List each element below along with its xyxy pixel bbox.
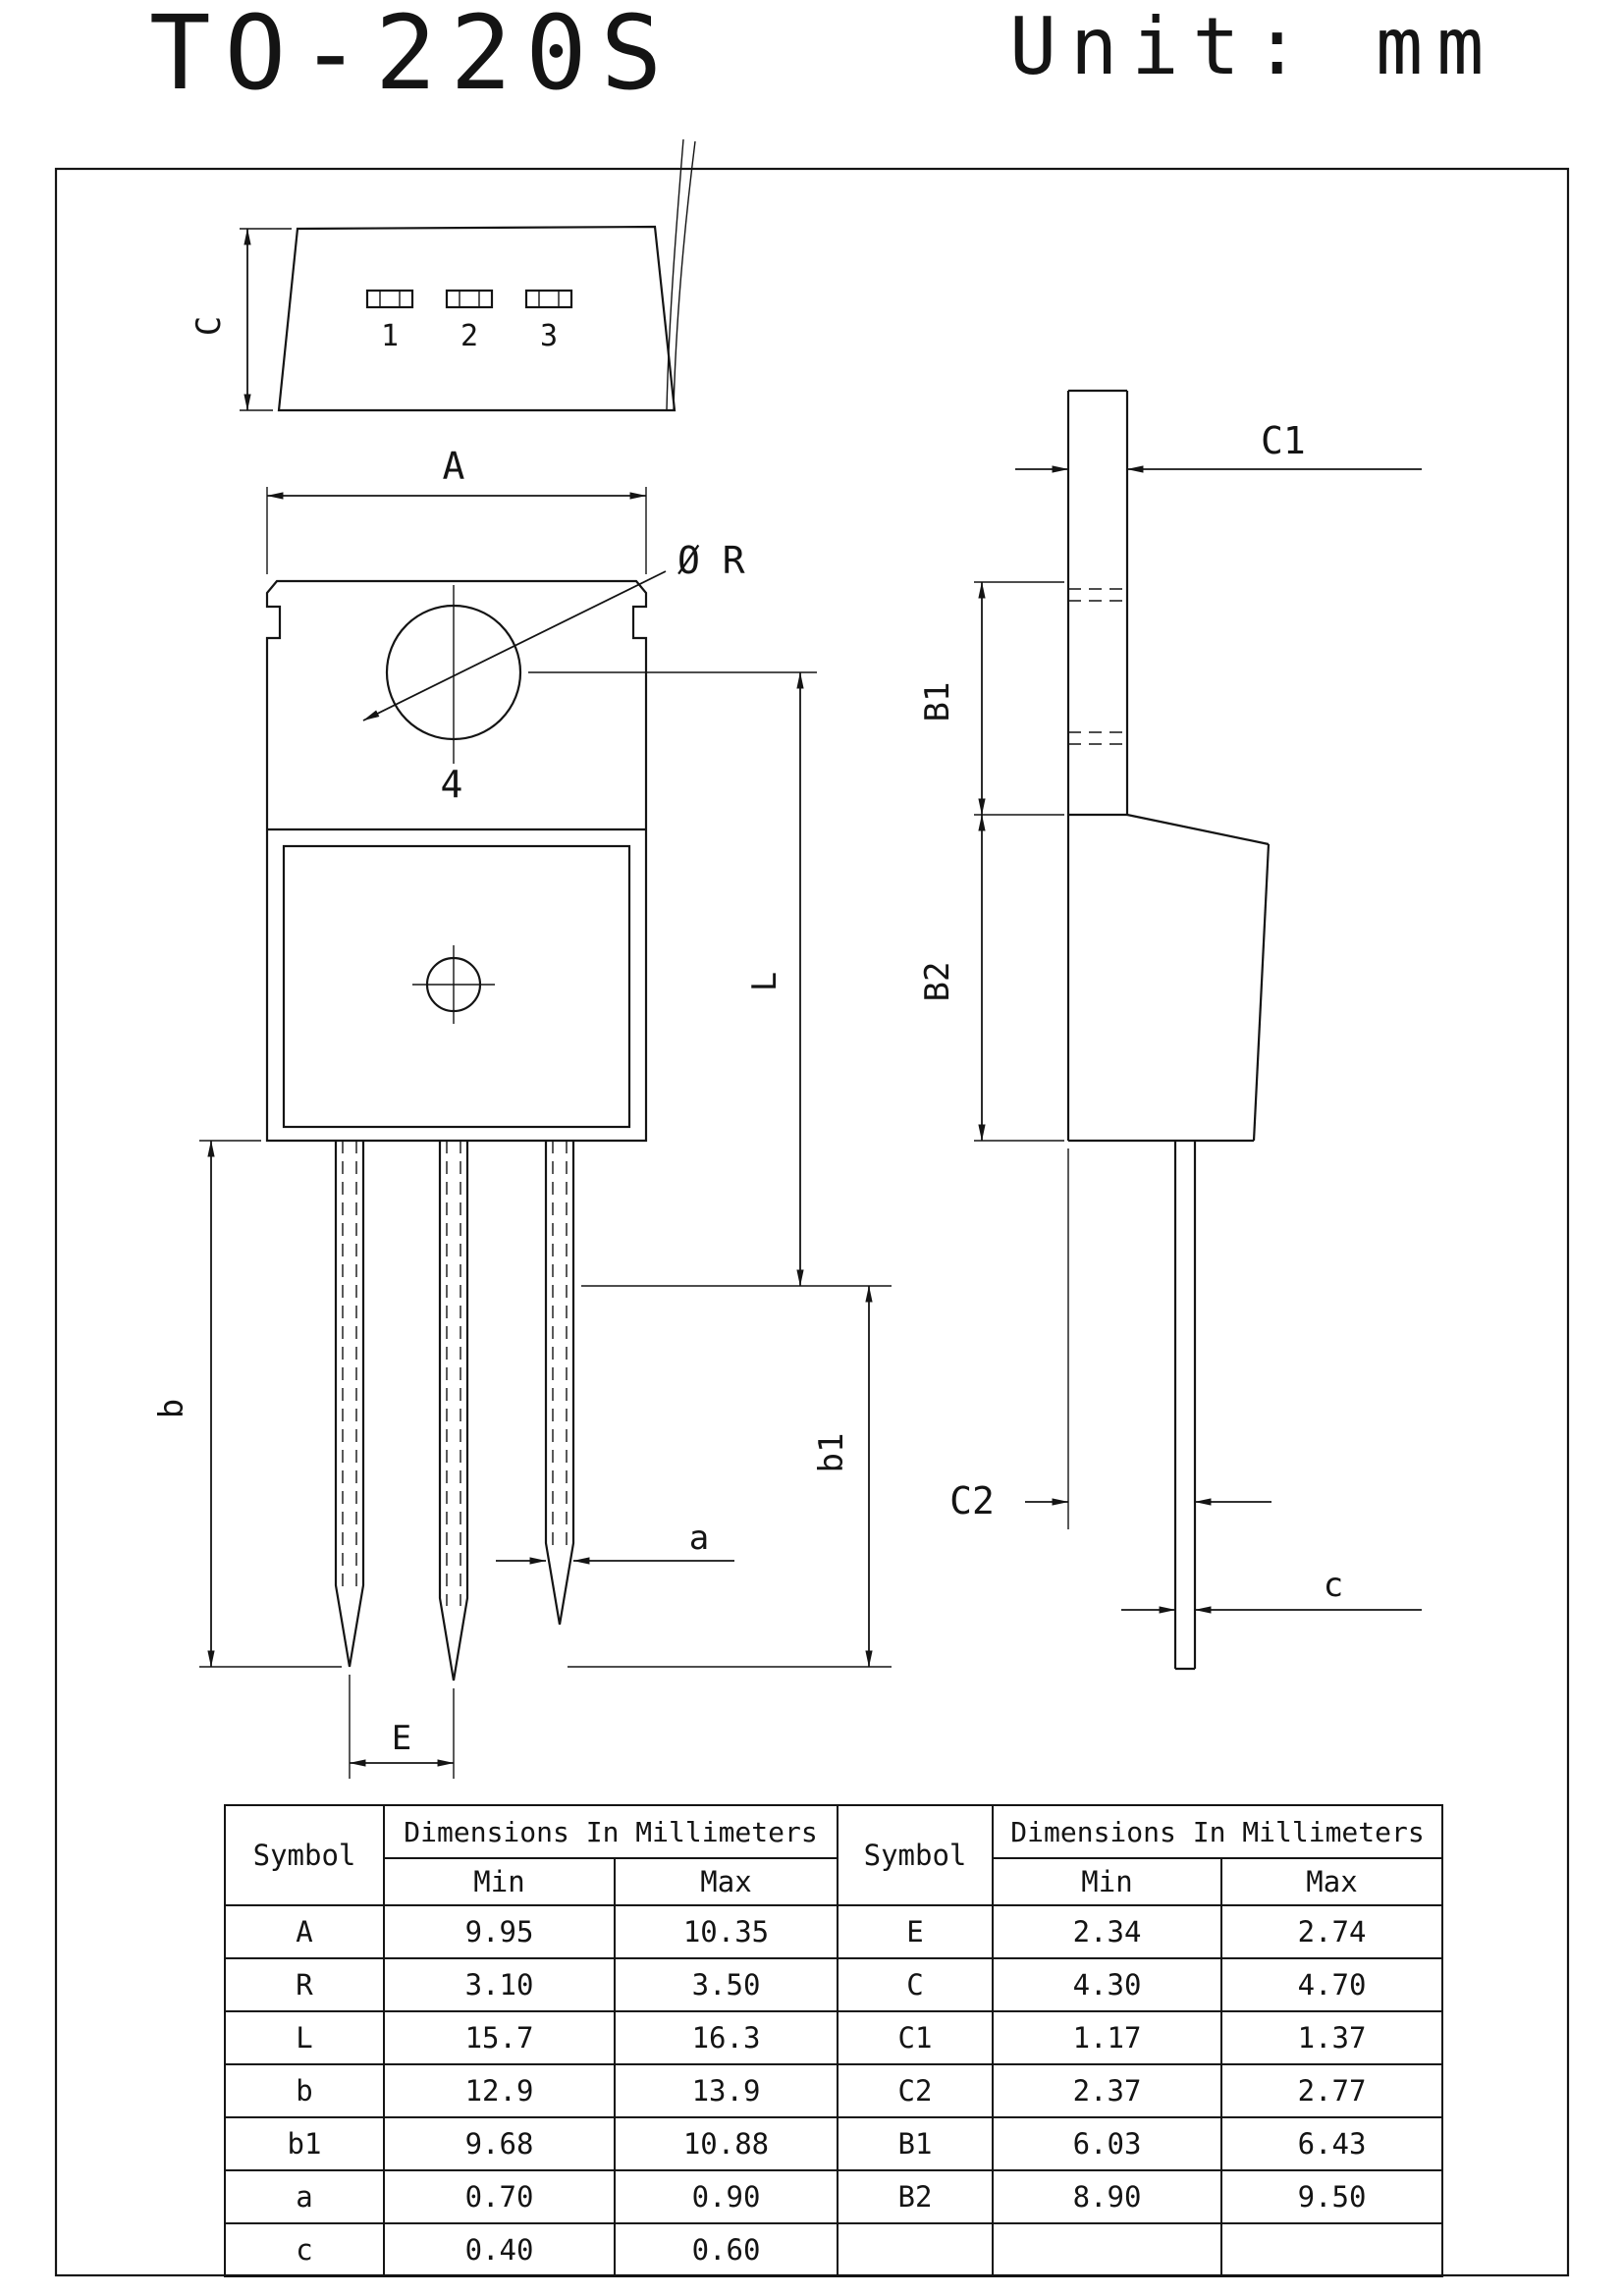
header-dims-left: Dimensions In Millimeters [383,1804,839,1859]
max-cell: 10.35 [614,1904,839,1959]
min-cell: 2.37 [992,2063,1222,2118]
max-cell: 0.90 [614,2169,839,2224]
min-cell [992,2222,1222,2277]
table-row: A 9.95 10.35 E 2.34 2.74 [224,1904,1443,1959]
max-cell: 4.70 [1220,1957,1443,2012]
dimension-C2: C2 [949,1148,1271,1529]
min-cell: 15.7 [383,2010,616,2065]
max-cell: 2.77 [1220,2063,1443,2118]
dim-B1-label: B1 [918,682,957,722]
dim-L-label: L [745,972,784,991]
min-cell: 2.34 [992,1904,1222,1959]
dimension-A: A [266,445,647,574]
pin4-label: 4 [441,763,463,806]
symbol-cell: C1 [837,2010,994,2065]
lead-3 [544,1141,575,1626]
dim-B2-label: B2 [918,962,957,1002]
max-cell: 13.9 [614,2063,839,2118]
symbol-cell: b [224,2063,385,2118]
dimension-L: L [528,671,892,1287]
symbol-cell: A [224,1904,385,1959]
max-cell [1220,2222,1443,2277]
min-cell: 3.10 [383,1957,616,2012]
dim-b1-label: b1 [812,1433,851,1473]
symbol-cell: B1 [837,2116,994,2171]
unit-label: Unit: mm [1009,1,1498,92]
header-dims-right: Dimensions In Millimeters [992,1804,1443,1859]
symbol-cell: R [224,1957,385,2012]
table-row: L 15.7 16.3 C1 1.17 1.37 [224,2010,1443,2065]
side-view: C1 B1 B2 C2 [918,389,1422,1671]
dim-a-label: a [689,1519,709,1558]
header-max-left: Max [614,1857,839,1906]
header-max-right: Max [1220,1857,1443,1906]
dim-R-label: Ø R [677,539,745,582]
table-row: b1 9.68 10.88 B1 6.03 6.43 [224,2116,1443,2171]
dimension-B1: B1 [918,581,1064,816]
symbol-cell: C [837,1957,994,2012]
min-cell: 4.30 [992,1957,1222,2012]
header-symbol-right: Symbol [837,1804,994,1906]
table-header-row-1: Symbol Dimensions In Millimeters Symbol … [224,1804,1443,1906]
max-cell: 2.74 [1220,1904,1443,1959]
header-min-right: Min [992,1857,1222,1906]
dimension-b: b [152,1140,342,1668]
min-cell: 1.17 [992,2010,1222,2065]
pin3-label: 3 [540,319,558,353]
table-header-row-2: Min Max Min Max [225,1857,1443,1906]
min-cell: 9.95 [383,1904,616,1959]
dim-C-label: C [189,316,229,336]
symbol-cell: c [224,2222,385,2277]
symbol-cell: b1 [224,2116,385,2171]
dimension-b1: b1 [568,1285,892,1668]
dim-C1-label: C1 [1261,419,1306,462]
dim-E-label: E [392,1719,411,1758]
min-cell: 6.03 [992,2116,1222,2171]
min-cell: 0.40 [383,2222,616,2277]
symbol-cell: L [224,2010,385,2065]
table-row: R 3.10 3.50 C 4.30 4.70 [224,1957,1443,2012]
pin1-label: 1 [381,319,399,353]
table-row: a 0.70 0.90 B2 8.90 9.50 [224,2169,1443,2224]
symbol-cell: E [837,1904,994,1959]
dimension-B2: B2 [918,814,1064,1142]
dimensions-table: Symbol Dimensions In Millimeters Symbol … [224,1804,1443,2277]
dim-c-label: c [1324,1566,1343,1605]
dimension-a: a [496,1519,734,1565]
table-row: b 12.9 13.9 C2 2.37 2.77 [224,2063,1443,2118]
max-cell: 10.88 [614,2116,839,2171]
page-title: TO-220S [149,0,676,113]
lead-2 [438,1141,469,1682]
symbol-cell: C2 [837,2063,994,2118]
max-cell: 9.50 [1220,2169,1443,2224]
max-cell: 3.50 [614,1957,839,2012]
front-view: Ø R 4 [152,445,892,1779]
top-view: 1 2 3 C [189,138,696,412]
table-row: c 0.40 0.60 [224,2222,1443,2277]
header-symbol-left: Symbol [224,1804,385,1906]
min-cell: 0.70 [383,2169,616,2224]
symbol-cell [837,2222,994,2277]
symbol-cell: B2 [837,2169,994,2224]
min-cell: 8.90 [992,2169,1222,2224]
max-cell: 1.37 [1220,2010,1443,2065]
max-cell: 16.3 [614,2010,839,2065]
pin2-label: 2 [460,319,478,353]
min-cell: 9.68 [383,2116,616,2171]
dimension-E: E [349,1675,455,1779]
dim-b-label: b [152,1399,191,1418]
dimension-c: c [1121,1566,1422,1614]
lead-1 [334,1141,365,1668]
header-min-left: Min [383,1857,616,1906]
max-cell: 6.43 [1220,2116,1443,2171]
symbol-cell: a [224,2169,385,2224]
dimension-C1: C1 [1015,419,1422,473]
dimension-C: C [189,228,292,411]
min-cell: 12.9 [383,2063,616,2118]
dim-C2-label: C2 [949,1479,995,1522]
max-cell: 0.60 [614,2222,839,2277]
dim-A-label: A [443,445,465,488]
